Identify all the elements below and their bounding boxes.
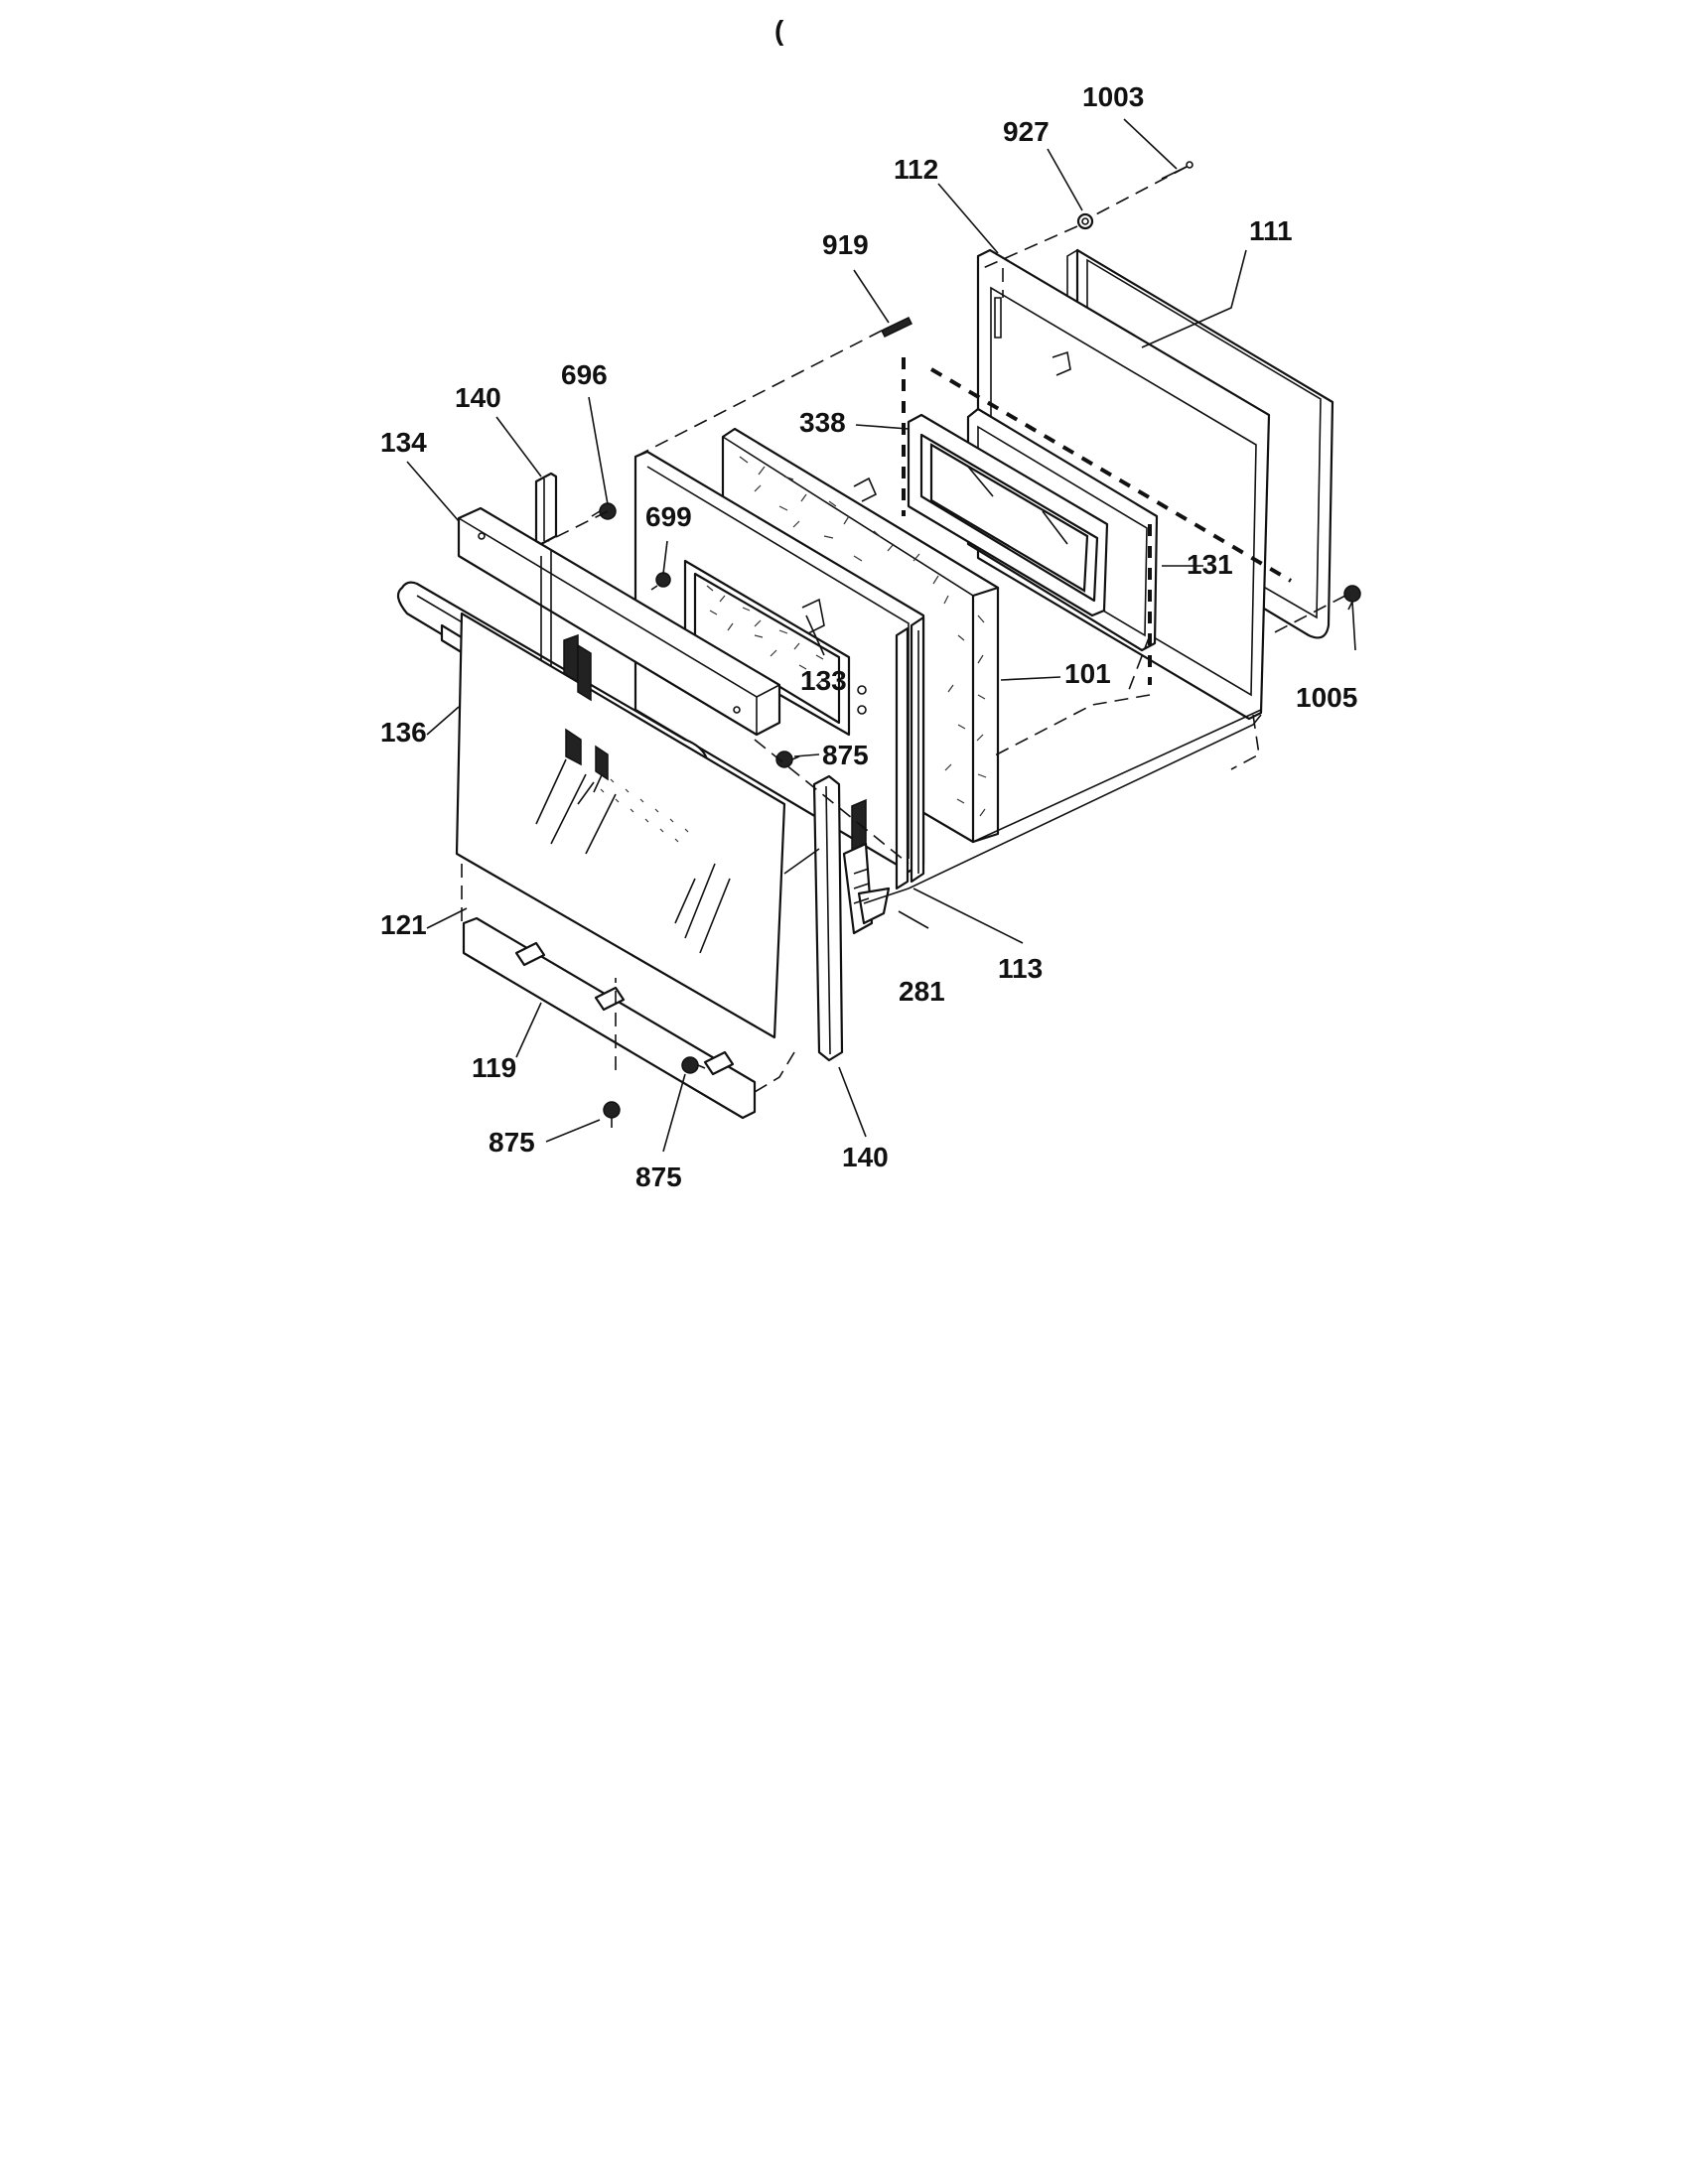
callout-699: 699 — [645, 501, 692, 532]
part-134-top-rail — [457, 506, 781, 737]
part-140-right-side-bracket — [812, 774, 844, 1062]
callout-131: 131 — [1187, 549, 1233, 580]
part-121-outer-glass — [455, 612, 786, 1039]
callout-696: 696 — [561, 359, 608, 390]
callout-112: 112 — [894, 154, 938, 185]
dashed-alignment-lines — [461, 166, 1346, 1093]
callout-140-top: 140 — [455, 382, 501, 413]
part-927-washer — [1076, 212, 1094, 230]
part-875-screw-upper — [775, 751, 800, 768]
callout-1003: 1003 — [1082, 81, 1144, 112]
callout-875-upper: 875 — [822, 740, 869, 770]
top-mark: ( — [774, 15, 784, 46]
callout-875-bottom-right: 875 — [635, 1161, 682, 1192]
callout-927: 927 — [1003, 116, 1050, 147]
solid-guide-lines — [783, 709, 1262, 904]
callout-1005: 1005 — [1296, 682, 1357, 713]
callout-111: 111 — [1249, 215, 1293, 246]
callout-119: 119 — [472, 1052, 516, 1083]
callout-338: 338 — [799, 407, 846, 438]
dashed-outline-338 — [902, 357, 1293, 685]
callout-134: 134 — [380, 427, 427, 458]
callout-281: 281 — [899, 976, 945, 1007]
part-338-window-gasket — [907, 413, 1109, 617]
part-133-inner-glass — [633, 450, 925, 874]
part-875-screw-bottom-right — [681, 1056, 706, 1074]
callout-113: 113 — [998, 953, 1043, 984]
callout-140-bottom: 140 — [842, 1142, 889, 1172]
part-113-side-trim — [895, 615, 925, 890]
callout-101: 101 — [1064, 658, 1111, 689]
leader-lines — [406, 118, 1356, 1153]
part-875-screw-bottom-left — [603, 1101, 621, 1128]
callout-labels: 1003 927 112 111 919 696 140 134 338 699… — [380, 81, 1357, 1192]
part-1003-pin — [1161, 161, 1193, 180]
callout-919: 919 — [822, 229, 869, 260]
part-919-pin — [880, 317, 913, 338]
callout-133: 133 — [800, 665, 847, 696]
callout-121: 121 — [380, 909, 427, 940]
callout-136: 136 — [380, 717, 427, 748]
callout-875-bottom-left: 875 — [489, 1127, 535, 1158]
